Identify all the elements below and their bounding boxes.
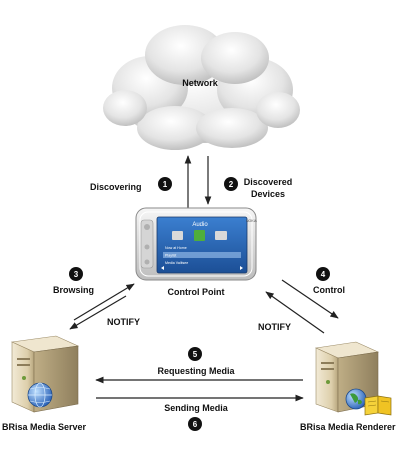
device-button-icon [144,224,150,230]
step-6-number: 6 [193,420,198,429]
step-6-badge [188,417,202,431]
step-1-badge [158,177,172,191]
step-4-badge [316,267,330,281]
device-brand: NOKIA [246,219,258,223]
screen-item-2: Playlist [165,254,176,258]
globe-icon [27,382,53,408]
control-arrow [281,279,339,319]
step-2-label-line1: Discovered [244,177,293,187]
media-server-label: BRisa Media Server [2,422,87,432]
screen-item-1: Now at Home [165,246,187,250]
globe-icon [345,388,367,410]
step-3-badge [69,267,83,281]
media-renderer-label: BRisa Media Renderer [300,422,396,432]
audio-camera-icon [215,231,227,240]
step-2-number: 2 [229,180,234,189]
step-1-label: Discovering [90,182,142,192]
media-server [10,335,80,413]
network-cloud: Network [103,25,300,150]
network-label: Network [182,78,219,88]
audio-speaker-icon [172,231,183,240]
step-1-number: 1 [163,180,168,189]
step-5-label: Requesting Media [157,366,235,376]
book-icon [364,395,392,416]
audio-home-icon [194,230,205,241]
step-4-label: Control [313,285,345,295]
notify-right-label: NOTIFY [258,322,291,332]
browsing-arrow [73,283,135,321]
notify-right-arrow [265,291,325,334]
media-renderer [314,341,392,416]
step-3-number: 3 [74,270,79,279]
step-2-label-line2: Devices [251,189,285,199]
control-point-label: Control Point [168,287,225,297]
step-5-number: 5 [193,350,198,359]
control-point-device: Audio Now at Home Playlist Media Valitse… [135,207,258,281]
screen-header: Audio [192,222,208,228]
screen-item-3: Media Valitsee [165,261,188,265]
step-5-badge [188,347,202,361]
notify-left-arrow [69,295,127,330]
step-2-badge [224,177,238,191]
step-3-label: Browsing [53,285,94,295]
notify-left-label: NOTIFY [107,317,140,327]
step-6-label: Sending Media [164,403,229,413]
step-4-number: 4 [321,270,326,279]
cloud-icon [103,25,300,150]
